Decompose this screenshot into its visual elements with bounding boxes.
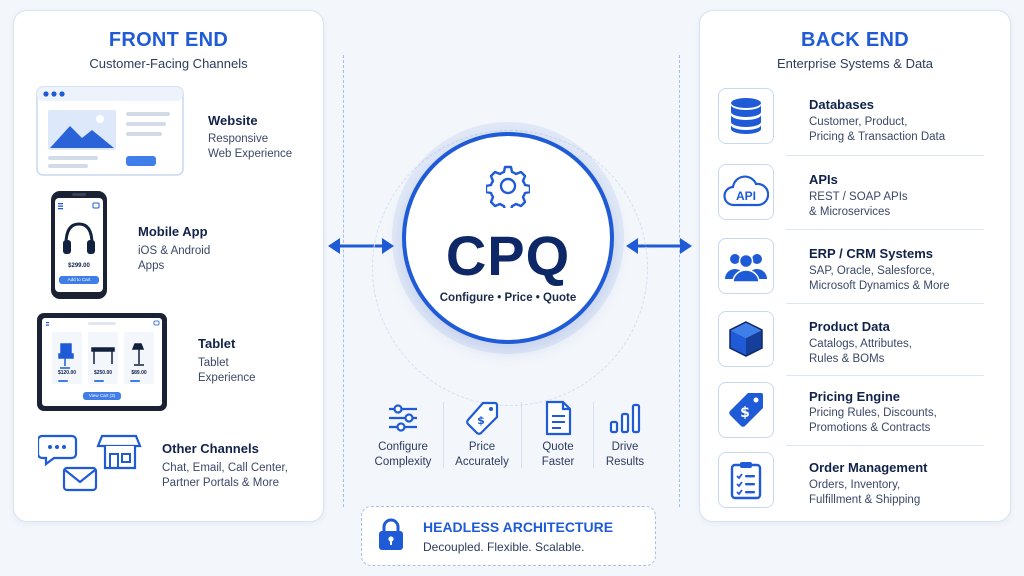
website-desc: Responsive Web Experience [208, 133, 293, 160]
pricing-engine-desc: Pricing Rules, Discounts, Promotions & C… [809, 407, 937, 434]
bar-chart-icon [607, 400, 643, 436]
order-management-desc: Orders, Inventory, Fulfillment & Shippin… [809, 479, 921, 506]
benefit-divider [593, 402, 594, 468]
cube-icon [718, 311, 774, 367]
sliders-icon [385, 400, 421, 436]
front-end-title: FRONT END [108, 29, 229, 51]
databases-desc: Customer, Product, Pricing & Transaction… [809, 116, 946, 143]
tablet-title: Tablet [198, 336, 236, 351]
apis-desc: REST / SOAP APIs & Microservices [809, 191, 908, 218]
order-management-title: Order Management [809, 460, 928, 475]
headless-title: HEADLESS ARCHITECTURE [423, 519, 614, 535]
apis-title: APIs [809, 172, 838, 187]
storefront-icon [96, 434, 142, 470]
pricing-engine-title: Pricing Engine [809, 389, 901, 404]
mobile-title: Mobile App [138, 224, 208, 239]
mobile-illustration: $299.00 Add to Cart [50, 190, 108, 300]
other-channels-desc: Chat, Email, Call Center, Partner Portal… [162, 462, 288, 489]
tablet-price-3: $89.00 [131, 370, 147, 376]
back-end-divider [786, 445, 984, 446]
headless-subtitle: Decoupled. Flexible. Scalable. [423, 540, 585, 554]
chat-icon [36, 434, 78, 467]
clipboard-icon [718, 452, 774, 508]
other-channels-icons [36, 432, 144, 498]
benefit-configure-label: Configure Complexity [374, 441, 432, 468]
back-end-divider [786, 155, 984, 156]
website-illustration [36, 86, 184, 176]
other-channels-title: Other Channels [162, 441, 259, 456]
product-data-title: Product Data [809, 319, 890, 334]
benefit-divider [521, 402, 522, 468]
gear-icon [484, 164, 532, 213]
database-icon [718, 88, 774, 144]
benefit-drive-label: Drive Results [605, 441, 645, 468]
cpq-halo [372, 130, 648, 406]
tablet-desc: Tablet Experience [198, 357, 256, 384]
cpq-title: CPQ [445, 224, 571, 287]
right-dashed-divider [679, 55, 680, 507]
api-icon-label: API [735, 189, 756, 203]
mobile-desc: iOS & Android Apps [138, 245, 211, 272]
tablet-price-1: $120.00 [57, 370, 77, 376]
tablet-price-2: $250.00 [93, 370, 113, 376]
back-end-divider [786, 229, 984, 230]
back-end-title: BACK END [801, 29, 909, 51]
cpq-hub [402, 132, 614, 344]
users-icon [718, 238, 774, 294]
benefit-quote-label: Quote Faster [541, 441, 575, 468]
document-icon [540, 400, 576, 436]
back-end-subtitle: Enterprise Systems & Data [776, 56, 934, 71]
api-cloud-icon: API [718, 164, 774, 220]
databases-title: Databases [809, 97, 875, 112]
svg-text:$: $ [740, 405, 750, 421]
website-title: Website [208, 113, 258, 128]
tablet-illustration: $120.00 $250.00 $89.00 View Cart (3) [36, 312, 168, 412]
headless-architecture-box [361, 506, 656, 566]
mobile-price: $299.00 [68, 263, 90, 269]
left-dashed-divider [343, 55, 344, 507]
erp-crm-desc: SAP, Oracle, Salesforce, Microsoft Dynam… [809, 265, 950, 292]
front-end-subtitle: Customer-Facing Channels [89, 56, 248, 71]
price-tag-icon: $ [464, 400, 500, 436]
back-end-divider [786, 375, 984, 376]
price-tag-icon: $ [718, 382, 774, 438]
back-end-divider [786, 303, 984, 304]
svg-text:$: $ [477, 414, 485, 427]
mobile-add-to-cart-button: Add to Cart [67, 277, 91, 282]
lock-icon [377, 517, 405, 553]
tablet-view-cart-button: View Cart (3) [88, 393, 116, 398]
cpq-tagline: Configure • Price • Quote [439, 292, 577, 304]
email-icon [62, 466, 98, 492]
erp-crm-title: ERP / CRM Systems [809, 246, 934, 261]
benefit-price-label: Price Accurately [455, 441, 509, 468]
benefit-divider [443, 402, 444, 468]
product-data-desc: Catalogs, Attributes, Rules & BOMs [809, 338, 912, 365]
